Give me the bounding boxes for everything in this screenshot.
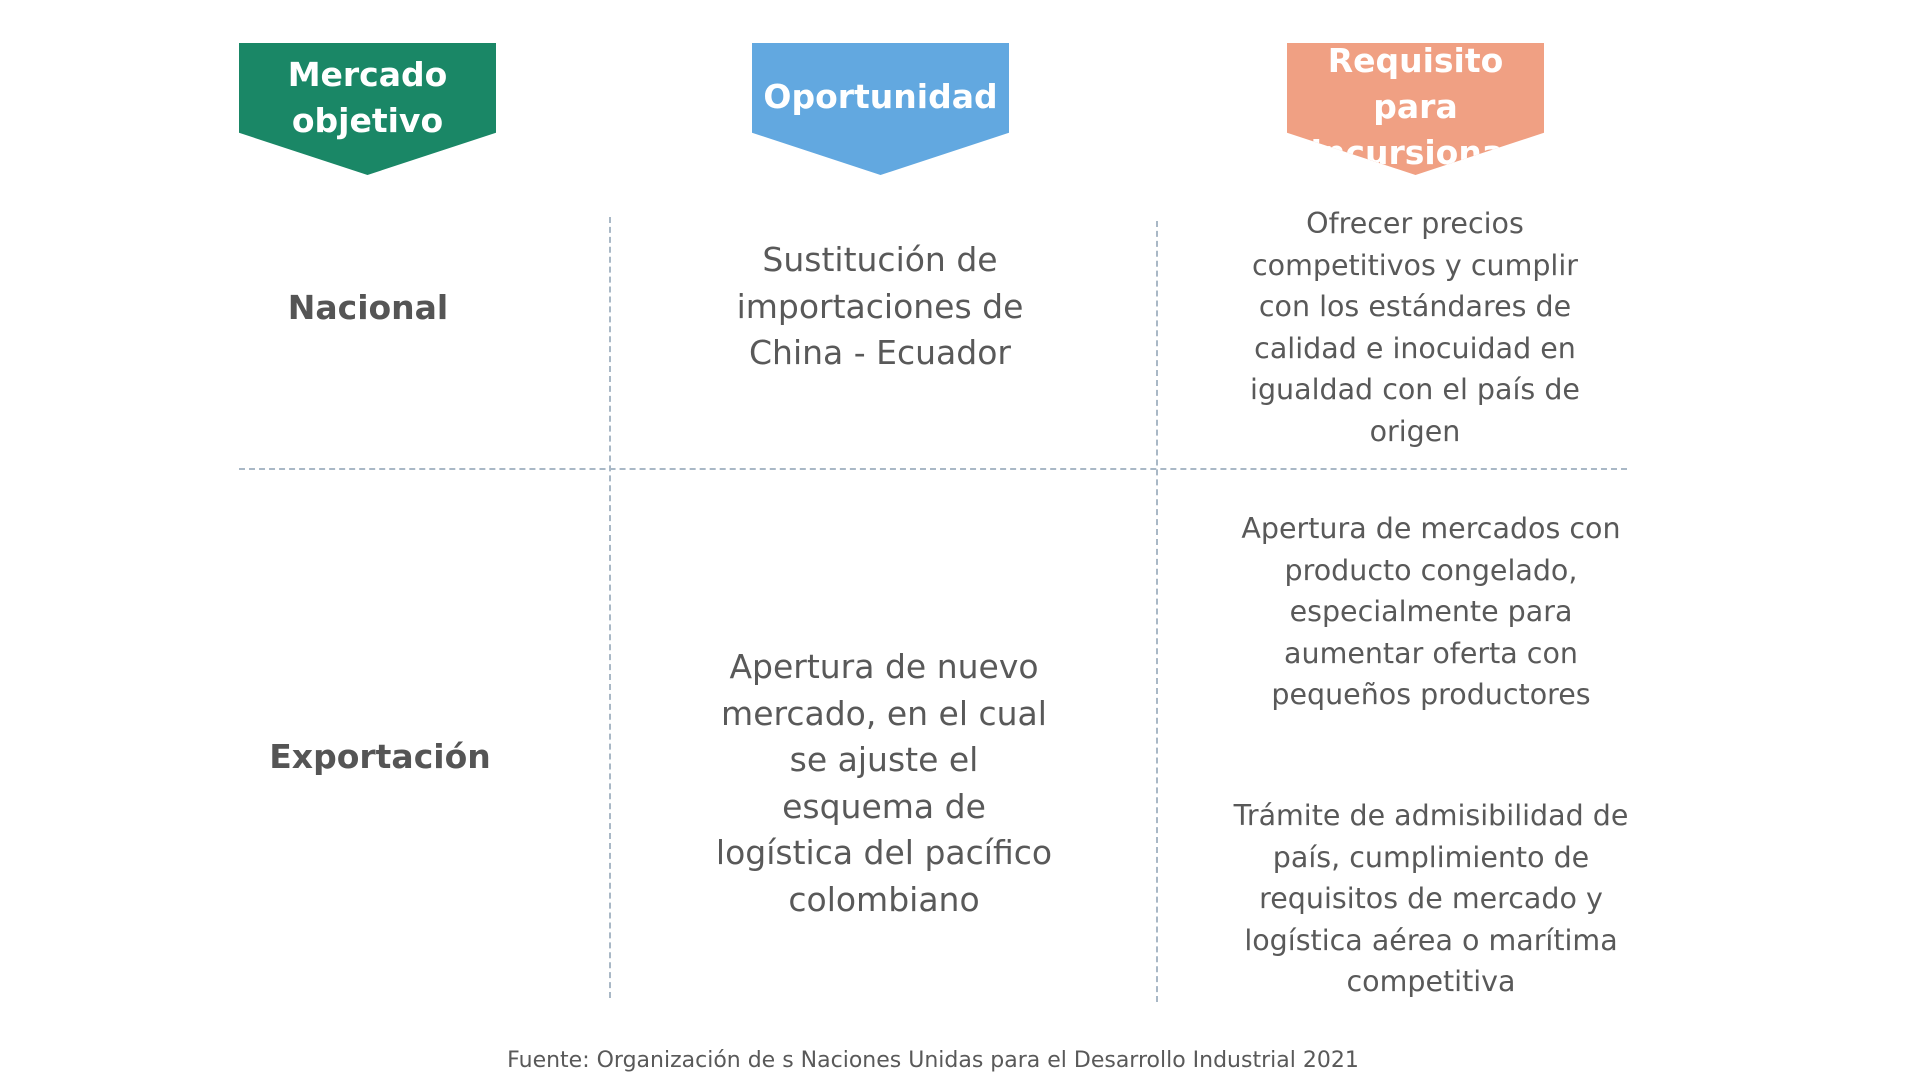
header-label: Requisito para incursionar bbox=[1310, 41, 1521, 172]
opportunity-exportacion: Apertura de nuevo mercado, en el cual se… bbox=[715, 647, 1053, 919]
requirement-nacional: Ofrecer precios competitivos y cumplir c… bbox=[1250, 207, 1580, 448]
header-oportunidad: Oportunidad bbox=[752, 43, 1009, 175]
source-footnote: Fuente: Organización de s Naciones Unida… bbox=[507, 1048, 1359, 1073]
requirement-exportacion-2: Trámite de admisibilidad de país, cumpli… bbox=[1233, 799, 1629, 998]
opportunity-nacional: Sustitución de importaciones de China - … bbox=[736, 240, 1024, 372]
row-label-exportacion: Exportación bbox=[269, 737, 491, 776]
row-divider bbox=[239, 468, 1627, 470]
header-label: Mercado objetivo bbox=[287, 55, 448, 140]
header-mercado-objetivo: Mercado objetivo bbox=[239, 43, 496, 175]
column-divider bbox=[1156, 221, 1158, 1002]
header-requisito: Requisito para incursionar bbox=[1287, 43, 1544, 175]
header-label: Oportunidad bbox=[763, 77, 998, 116]
requirement-exportacion-1: Apertura de mercados con producto congel… bbox=[1241, 512, 1621, 711]
row-label-nacional: Nacional bbox=[287, 288, 449, 327]
column-divider bbox=[609, 217, 611, 998]
